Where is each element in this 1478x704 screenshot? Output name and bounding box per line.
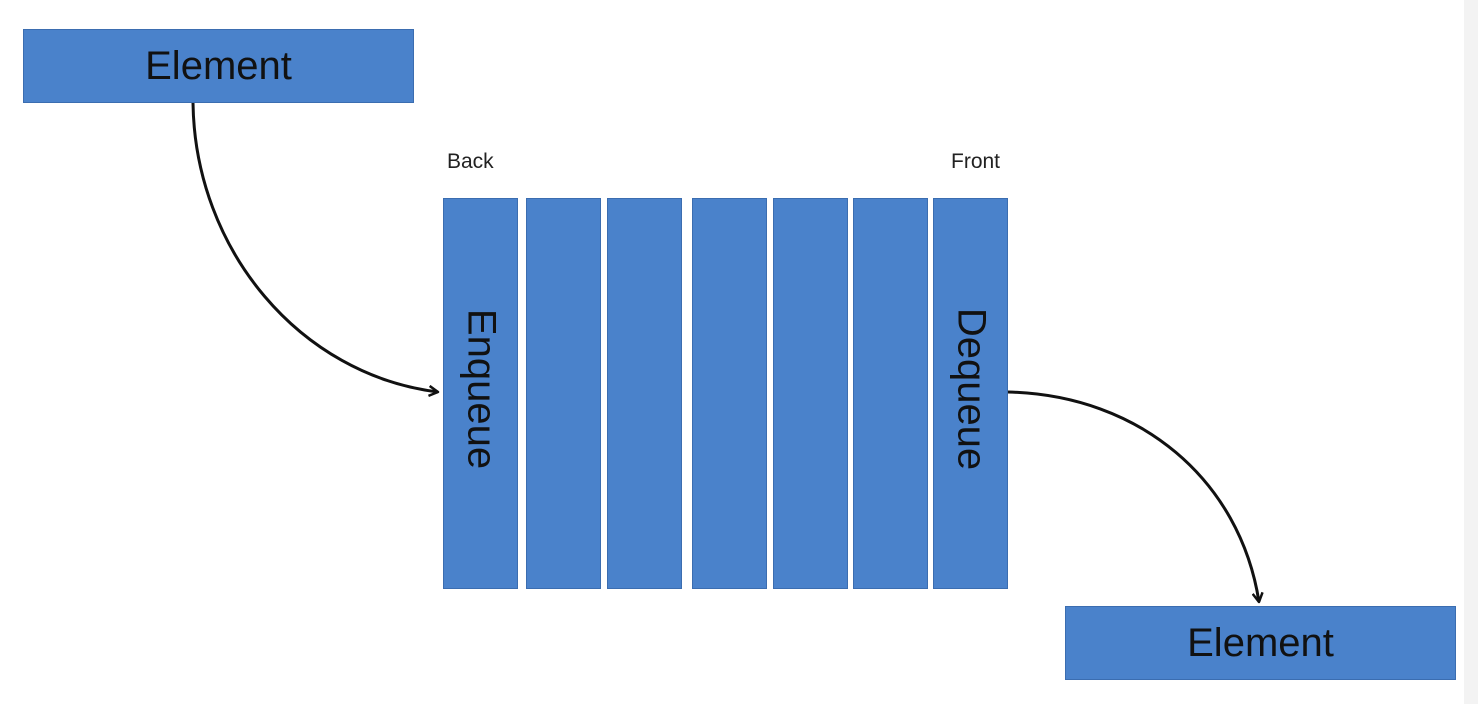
queue-slot <box>692 198 767 589</box>
queue-slot-front: Dequeue <box>933 198 1008 589</box>
output-element-label: Element <box>1187 620 1334 665</box>
enqueue-arrow <box>191 102 438 392</box>
front-label: Front <box>951 150 1001 173</box>
enqueue-label: Enqueue <box>459 308 503 470</box>
queue-slot <box>773 198 848 589</box>
queue-slot-back: Enqueue <box>443 198 518 589</box>
input-element-box: Element <box>23 29 414 103</box>
back-label: Back <box>447 150 494 173</box>
queue-slot <box>607 198 682 589</box>
dequeue-arrow <box>1007 390 1259 602</box>
right-edge-shade <box>1464 0 1478 704</box>
queue-slot <box>526 198 601 589</box>
input-element-label: Element <box>145 43 292 88</box>
output-element-box: Element <box>1065 606 1456 680</box>
dequeue-label: Dequeue <box>949 307 993 471</box>
queue-slot <box>853 198 928 589</box>
